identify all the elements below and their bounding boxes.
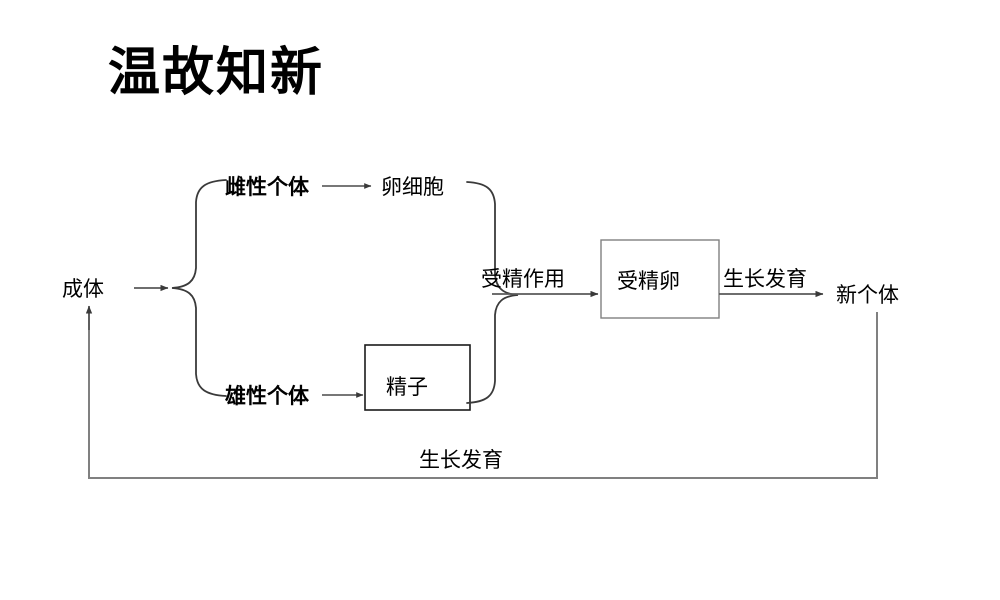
edge-label-growth-top: 生长发育 [723,267,807,291]
box-zygote [600,239,720,319]
edge-label-growth-loop: 生长发育 [419,448,503,472]
edge-label-fertilization: 受精作用 [481,267,565,291]
edge-loop-new-individual-to-adult [88,312,878,479]
node-egg-cell: 卵细胞 [381,175,444,199]
node-male: 雄性个体 [224,383,310,408]
node-zygote: 受精卵 [617,269,680,293]
merge-brace-icon [466,181,519,404]
page-title: 温故知新 [108,42,325,103]
node-female: 雌性个体 [225,174,310,199]
node-new-individual: 新个体 [836,283,899,307]
box-sperm [364,344,471,411]
split-brace-icon [171,179,227,397]
node-sperm: 精子 [386,375,428,399]
node-adult: 成体 [62,277,104,301]
